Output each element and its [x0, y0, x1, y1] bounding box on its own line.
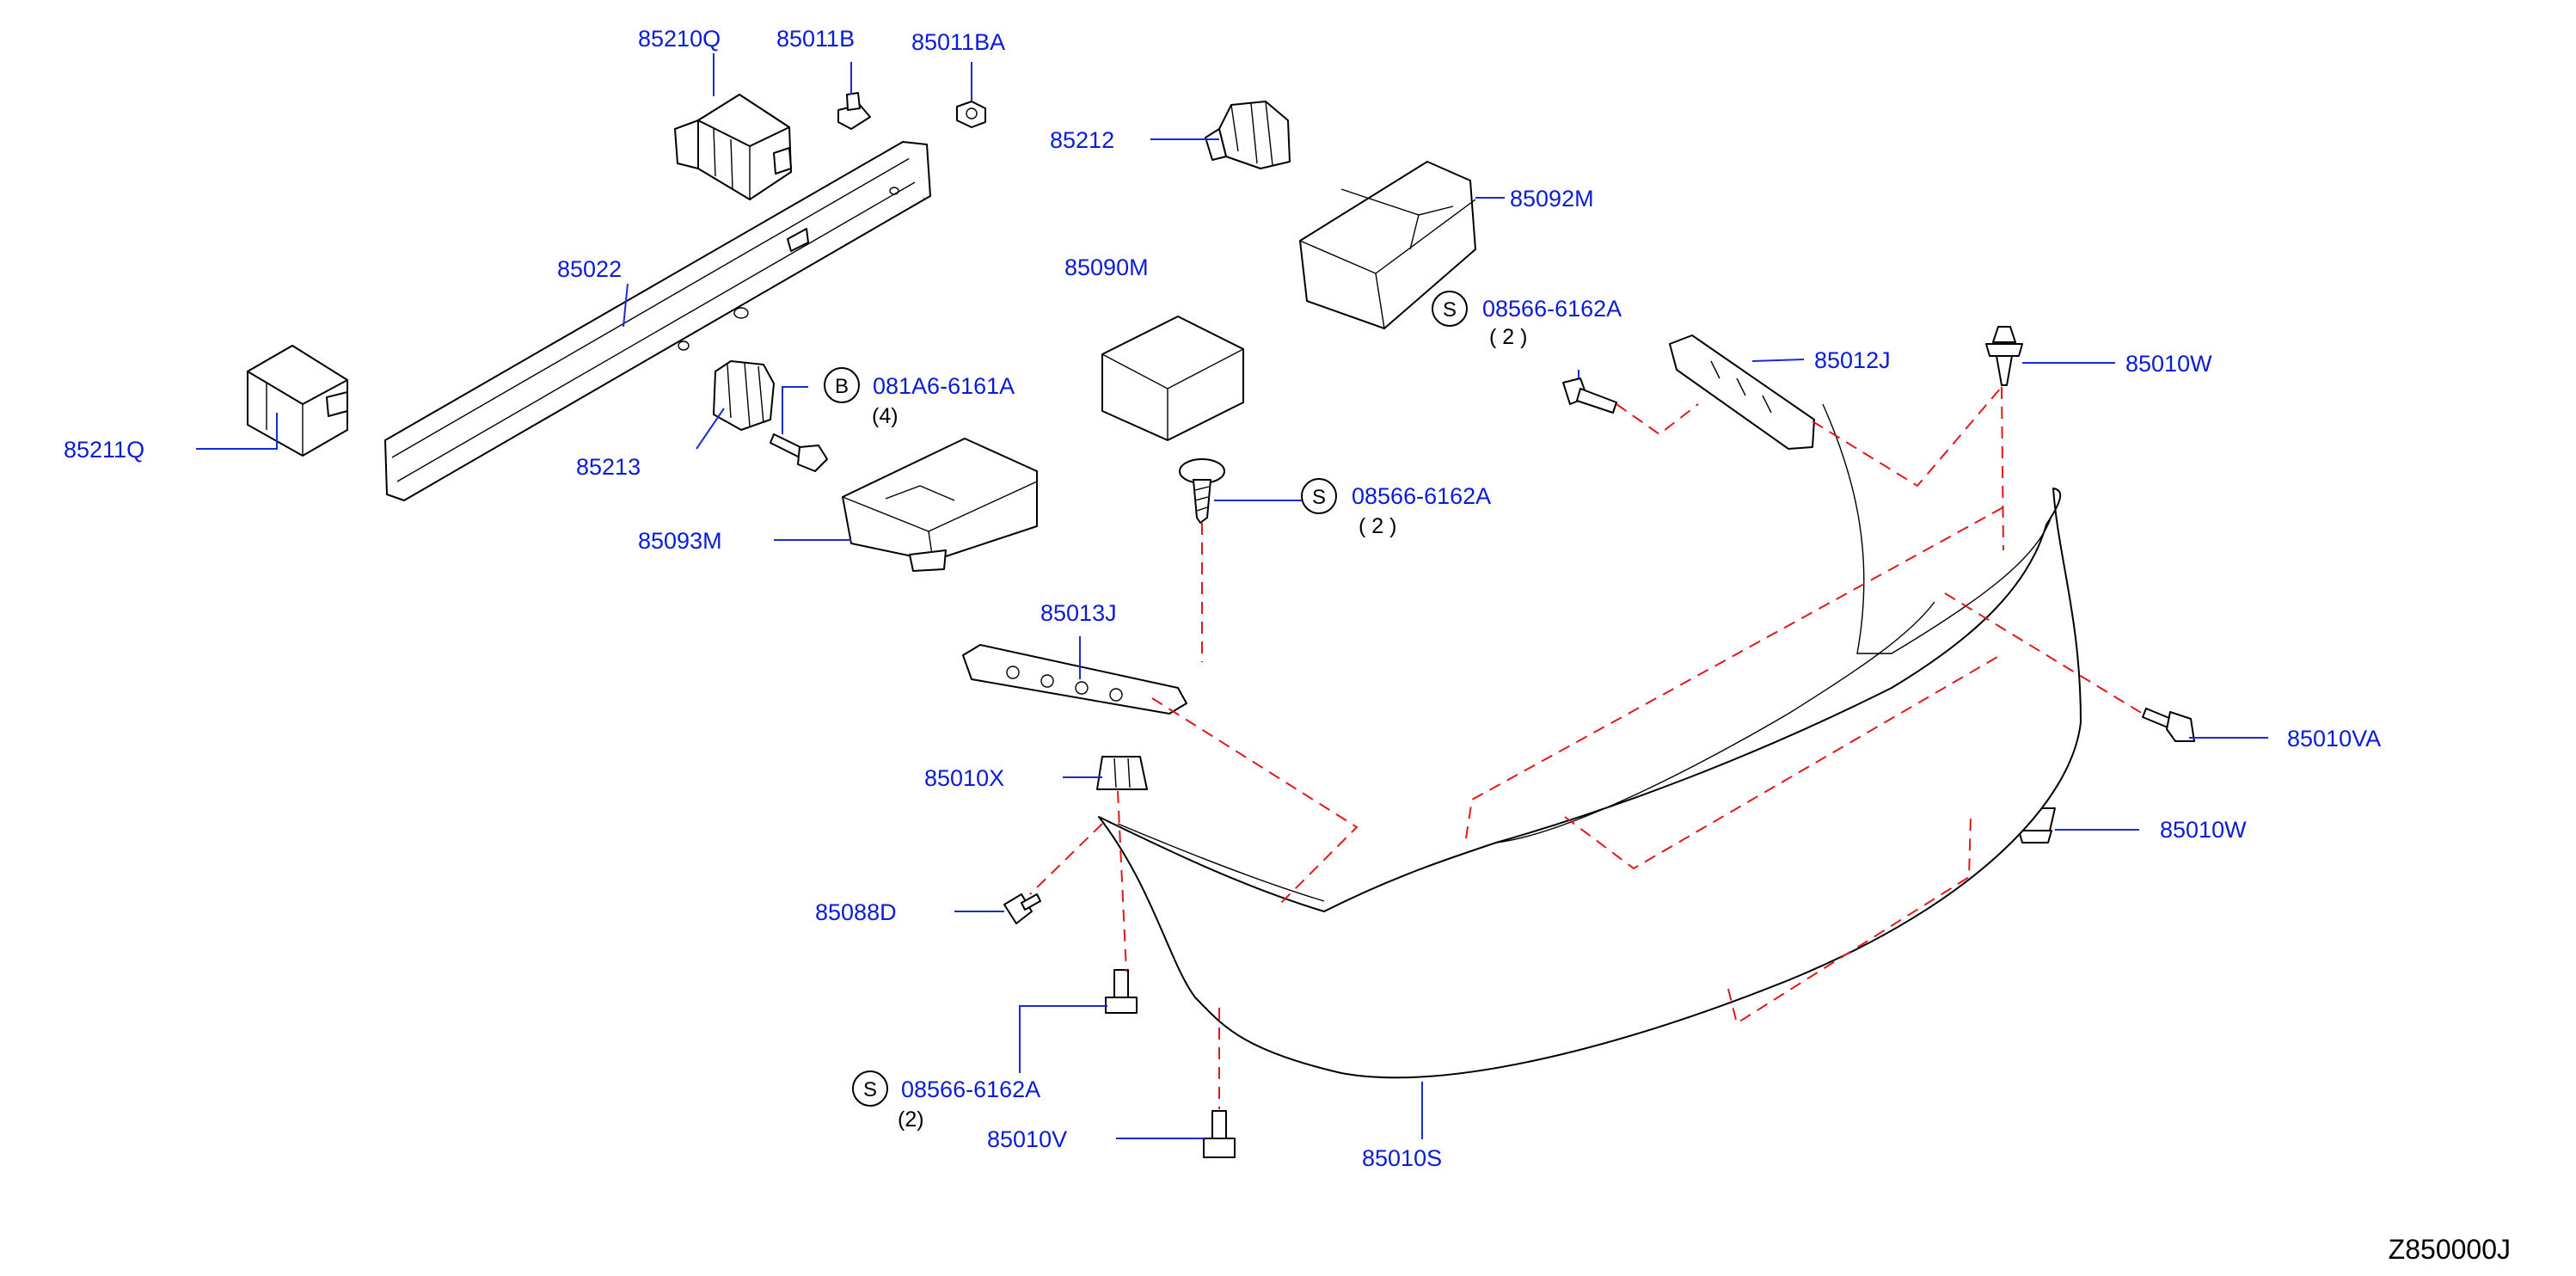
leader-lines	[196, 53, 2268, 1139]
mount-85212-drawing	[1205, 101, 1291, 169]
label-85011ba[interactable]: 85011BA	[911, 29, 1005, 55]
label-08566-6162a-upper[interactable]: 08566-6162A	[1482, 296, 1622, 322]
label-85010v[interactable]: 85010V	[987, 1126, 1067, 1152]
label-85088d[interactable]: 85088D	[815, 899, 897, 925]
qty-08566-6162a-mid: ( 2 )	[1359, 514, 1396, 538]
mount-85213-drawing	[713, 360, 775, 431]
absorber-85093m-drawing	[842, 438, 1038, 572]
qty-08566-6162a-upper: ( 2 )	[1489, 325, 1527, 349]
label-85013j[interactable]: 85013J	[1040, 600, 1117, 626]
bolt-08566-lower-drawing	[1105, 969, 1138, 1014]
diagram-code: Z850000J	[2389, 1234, 2511, 1265]
bolt-prefix-circle	[824, 367, 860, 403]
qty-08566-6162a-lower: (2)	[898, 1107, 924, 1132]
prefix-markers: B S S S	[824, 291, 1468, 1107]
bolt-85010v-drawing	[1203, 1110, 1236, 1158]
clip-85010w-top-drawing	[1985, 326, 2023, 386]
label-08566-6162a-mid[interactable]: 08566-6162A	[1352, 483, 1491, 509]
screw-prefix-circle-mid	[1301, 478, 1337, 514]
qty-081a6-6161a: (4)	[872, 404, 899, 428]
label-85010w-top[interactable]: 85010W	[2125, 351, 2212, 377]
screw-prefix-letter-upper: S	[1443, 298, 1457, 322]
nut-85011ba-drawing	[956, 101, 986, 128]
screw-prefix-letter-mid: S	[1312, 486, 1326, 509]
bracket-85211q-drawing	[247, 345, 348, 457]
label-85213[interactable]: 85213	[576, 454, 641, 480]
label-85012j[interactable]: 85012J	[1814, 347, 1891, 373]
label-85212[interactable]: 85212	[1050, 127, 1114, 153]
label-85210q[interactable]: 85210Q	[638, 26, 721, 52]
screw-prefix-circle-upper	[1432, 291, 1468, 327]
label-85010s[interactable]: 85010S	[1362, 1145, 1442, 1171]
bracket-85012j-drawing	[1669, 334, 1815, 450]
part-labels: 85210Q 85011B 85011BA 85212 85092M 85022…	[64, 26, 2381, 1171]
label-85093m[interactable]: 85093M	[638, 528, 722, 554]
label-85011b[interactable]: 85011B	[776, 26, 855, 52]
absorber-85092m-drawing	[1299, 161, 1476, 329]
label-081a6-6161a[interactable]: 081A6-6161A	[873, 373, 1015, 399]
bolt-85010va-drawing	[2142, 708, 2195, 742]
screw-08566-mid-drawing	[1179, 458, 1225, 524]
assembly-lines	[1029, 386, 2144, 1109]
bumper-fascia-85010s-drawing	[1098, 403, 2082, 1079]
screw-prefix-circle-lower	[852, 1070, 888, 1107]
bracket-85210q-drawing	[674, 94, 792, 200]
foam-85090m-drawing	[1101, 316, 1244, 441]
screw-prefix-letter-lower: S	[863, 1078, 877, 1101]
label-08566-6162a-lower[interactable]: 08566-6162A	[901, 1077, 1040, 1102]
bolt-081a6-drawing	[770, 433, 828, 472]
label-85092m[interactable]: 85092M	[1510, 186, 1594, 212]
label-85022[interactable]: 85022	[557, 256, 622, 282]
label-85090m[interactable]: 85090M	[1064, 255, 1149, 280]
label-85211q[interactable]: 85211Q	[64, 437, 144, 463]
reinforcement-85022-drawing	[384, 141, 931, 501]
label-85010va[interactable]: 85010VA	[2287, 726, 2381, 751]
label-85010w-bottom[interactable]: 85010W	[2160, 817, 2247, 843]
screw-08566-upper-drawing	[1562, 377, 1617, 414]
bolt-prefix-letter: B	[835, 375, 849, 398]
bracket-85013j-drawing	[962, 644, 1187, 715]
label-85010x[interactable]: 85010X	[924, 765, 1004, 791]
clip-85088d-drawing	[1003, 893, 1041, 924]
clip-85010x-drawing	[1096, 756, 1148, 790]
bolt-85011b-drawing	[837, 92, 871, 130]
